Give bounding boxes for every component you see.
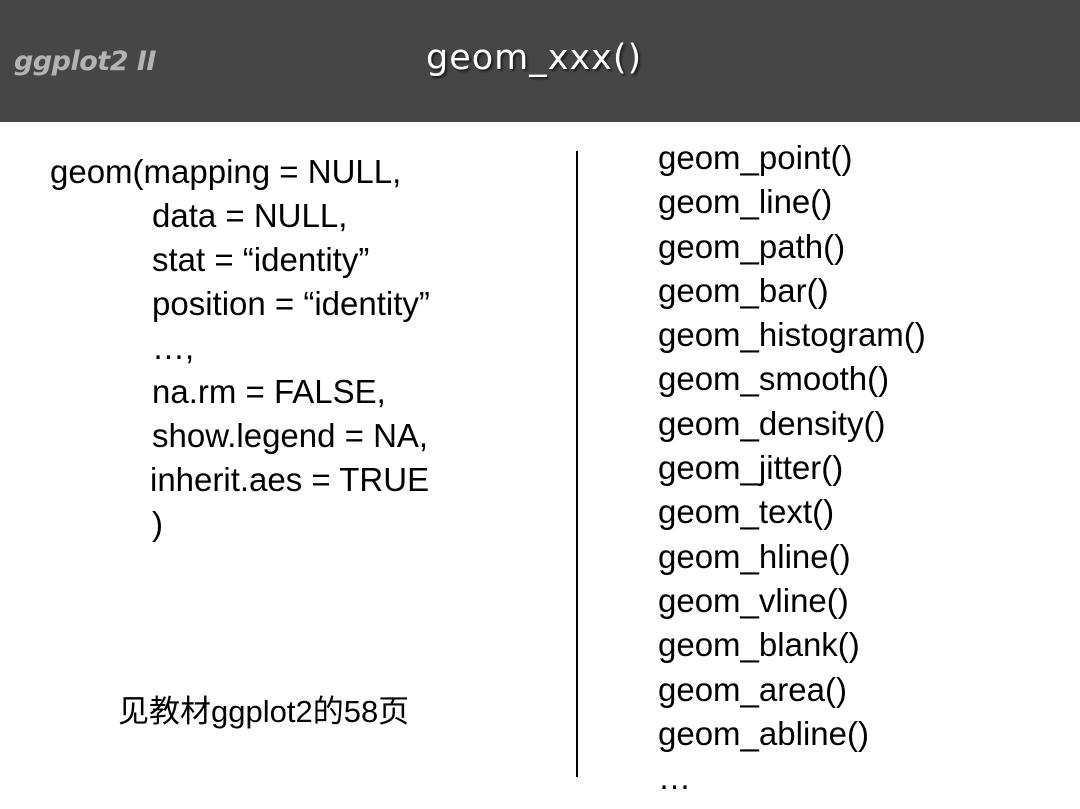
signature-line: stat = “identity” [152,241,370,278]
brand-label: ggplot2 II [14,46,156,77]
list-item: geom_histogram() [658,316,926,354]
column-divider [576,151,578,777]
signature-line: ) [152,505,163,542]
list-item: … [658,759,691,797]
list-item: geom_jitter() [658,449,844,487]
list-item: geom_hline() [658,537,851,575]
list-item: geom_vline() [658,581,849,619]
function-signature: geom(mapping = NULL, data = NULL, stat =… [50,150,430,546]
signature-line: …, [152,329,195,366]
list-item: geom_line() [658,183,833,221]
list-item: geom_bar() [658,271,829,309]
geom-function-list: geom_point() geom_line() geom_path() geo… [658,136,926,800]
signature-line: data = NULL, [152,197,348,234]
signature-line: inherit.aes = TRUE [150,461,430,498]
signature-line: na.rm = FALSE, [152,373,386,410]
list-item: geom_smooth() [658,360,890,398]
list-item: geom_blank() [658,626,860,664]
signature-line: show.legend = NA, [152,417,429,454]
slide-title: geom_xxx() [426,38,643,78]
textbook-reference-note: 见教材ggplot2的58页 [118,694,410,729]
list-item: geom_path() [658,227,846,265]
signature-line: position = “identity” [152,285,430,322]
list-item: geom_area() [658,670,847,708]
list-item: geom_abline() [658,714,869,752]
signature-line: geom(mapping = NULL, [50,153,402,190]
list-item: geom_text() [658,493,835,531]
header-bar: ggplot2 II geom_xxx() [0,0,1080,122]
list-item: geom_density() [658,404,886,442]
list-item: geom_point() [658,139,853,176]
